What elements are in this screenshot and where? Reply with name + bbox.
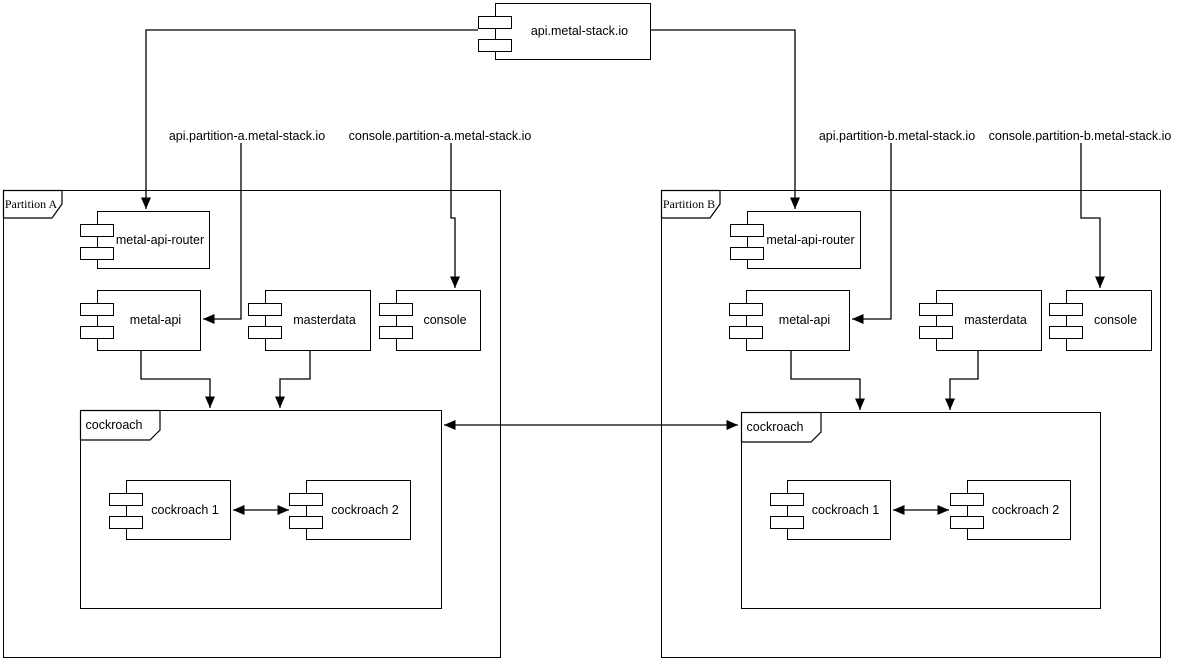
component-label: masterdata <box>964 313 1027 328</box>
component-label: metal-api-router <box>115 232 205 247</box>
component-port-icon <box>80 224 114 237</box>
cockroach-group-b-frame <box>741 412 1101 609</box>
cockroach-group-b-label: cockroach <box>746 420 804 434</box>
component-port-icon <box>919 303 953 316</box>
edge-root-to-router-b <box>651 29 800 209</box>
component-label: masterdata <box>293 313 356 328</box>
component-port-icon <box>729 303 763 316</box>
component-port-icon <box>730 224 764 237</box>
cockroach-group-a-label: cockroach <box>85 418 143 432</box>
component-port-icon <box>80 247 114 260</box>
component-port-icon <box>248 303 282 316</box>
component-port-icon <box>950 516 984 529</box>
component-api-metal-stack-io: api.metal-stack.io <box>478 3 651 60</box>
component-label: metal-api <box>129 313 182 328</box>
component-metal-api-a: metal-api <box>80 290 201 351</box>
component-cockroach-1-a: cockroach 1 <box>109 480 231 540</box>
component-label: cockroach 1 <box>151 502 219 517</box>
component-port-icon <box>80 326 114 339</box>
component-masterdata-b: masterdata <box>919 290 1042 351</box>
component-port-icon <box>289 493 323 506</box>
component-label: cockroach 1 <box>811 502 880 517</box>
partition-a-label: Partition A <box>4 197 58 211</box>
component-console-a: console <box>379 290 481 351</box>
component-port-icon <box>289 516 323 529</box>
component-port-icon <box>770 493 804 506</box>
component-masterdata-a: masterdata <box>248 290 371 351</box>
component-port-icon <box>919 326 953 339</box>
component-port-icon <box>730 247 764 260</box>
component-label: console <box>1093 313 1138 328</box>
component-port-icon <box>379 303 413 316</box>
component-label: cockroach 2 <box>331 502 399 517</box>
component-label: metal-api-router <box>766 232 855 247</box>
component-label: cockroach 2 <box>991 502 1060 517</box>
partition-b-label: Partition B <box>662 197 716 211</box>
component-cockroach-2-b: cockroach 2 <box>950 480 1071 540</box>
component-port-icon <box>80 303 114 316</box>
component-metal-api-router-a: metal-api-router <box>80 211 210 269</box>
dns-label-api-partition-a: api.partition-a.metal-stack.io <box>168 129 326 143</box>
component-port-icon <box>1049 326 1083 339</box>
edge-root-to-router-a <box>141 29 478 209</box>
component-cockroach-1-b: cockroach 1 <box>770 480 891 540</box>
component-port-icon <box>478 39 512 52</box>
component-port-icon <box>478 16 512 29</box>
component-port-icon <box>1049 303 1083 316</box>
dns-label-console-partition-a: console.partition-a.metal-stack.io <box>348 129 532 143</box>
component-label: api.metal-stack.io <box>530 24 629 39</box>
component-port-icon <box>109 493 143 506</box>
component-port-icon <box>379 326 413 339</box>
component-port-icon <box>248 326 282 339</box>
component-metal-api-router-b: metal-api-router <box>730 211 861 269</box>
component-metal-api-b: metal-api <box>729 290 850 351</box>
dns-label-console-partition-b: console.partition-b.metal-stack.io <box>988 129 1172 143</box>
component-label: metal-api <box>778 313 831 328</box>
component-label: console <box>423 313 467 328</box>
cockroach-group-a-frame <box>80 410 442 609</box>
component-port-icon <box>950 493 984 506</box>
component-port-icon <box>109 516 143 529</box>
component-port-icon <box>729 326 763 339</box>
component-console-b: console <box>1049 290 1152 351</box>
dns-label-api-partition-b: api.partition-b.metal-stack.io <box>818 129 976 143</box>
component-cockroach-2-a: cockroach 2 <box>289 480 411 540</box>
component-port-icon <box>770 516 804 529</box>
